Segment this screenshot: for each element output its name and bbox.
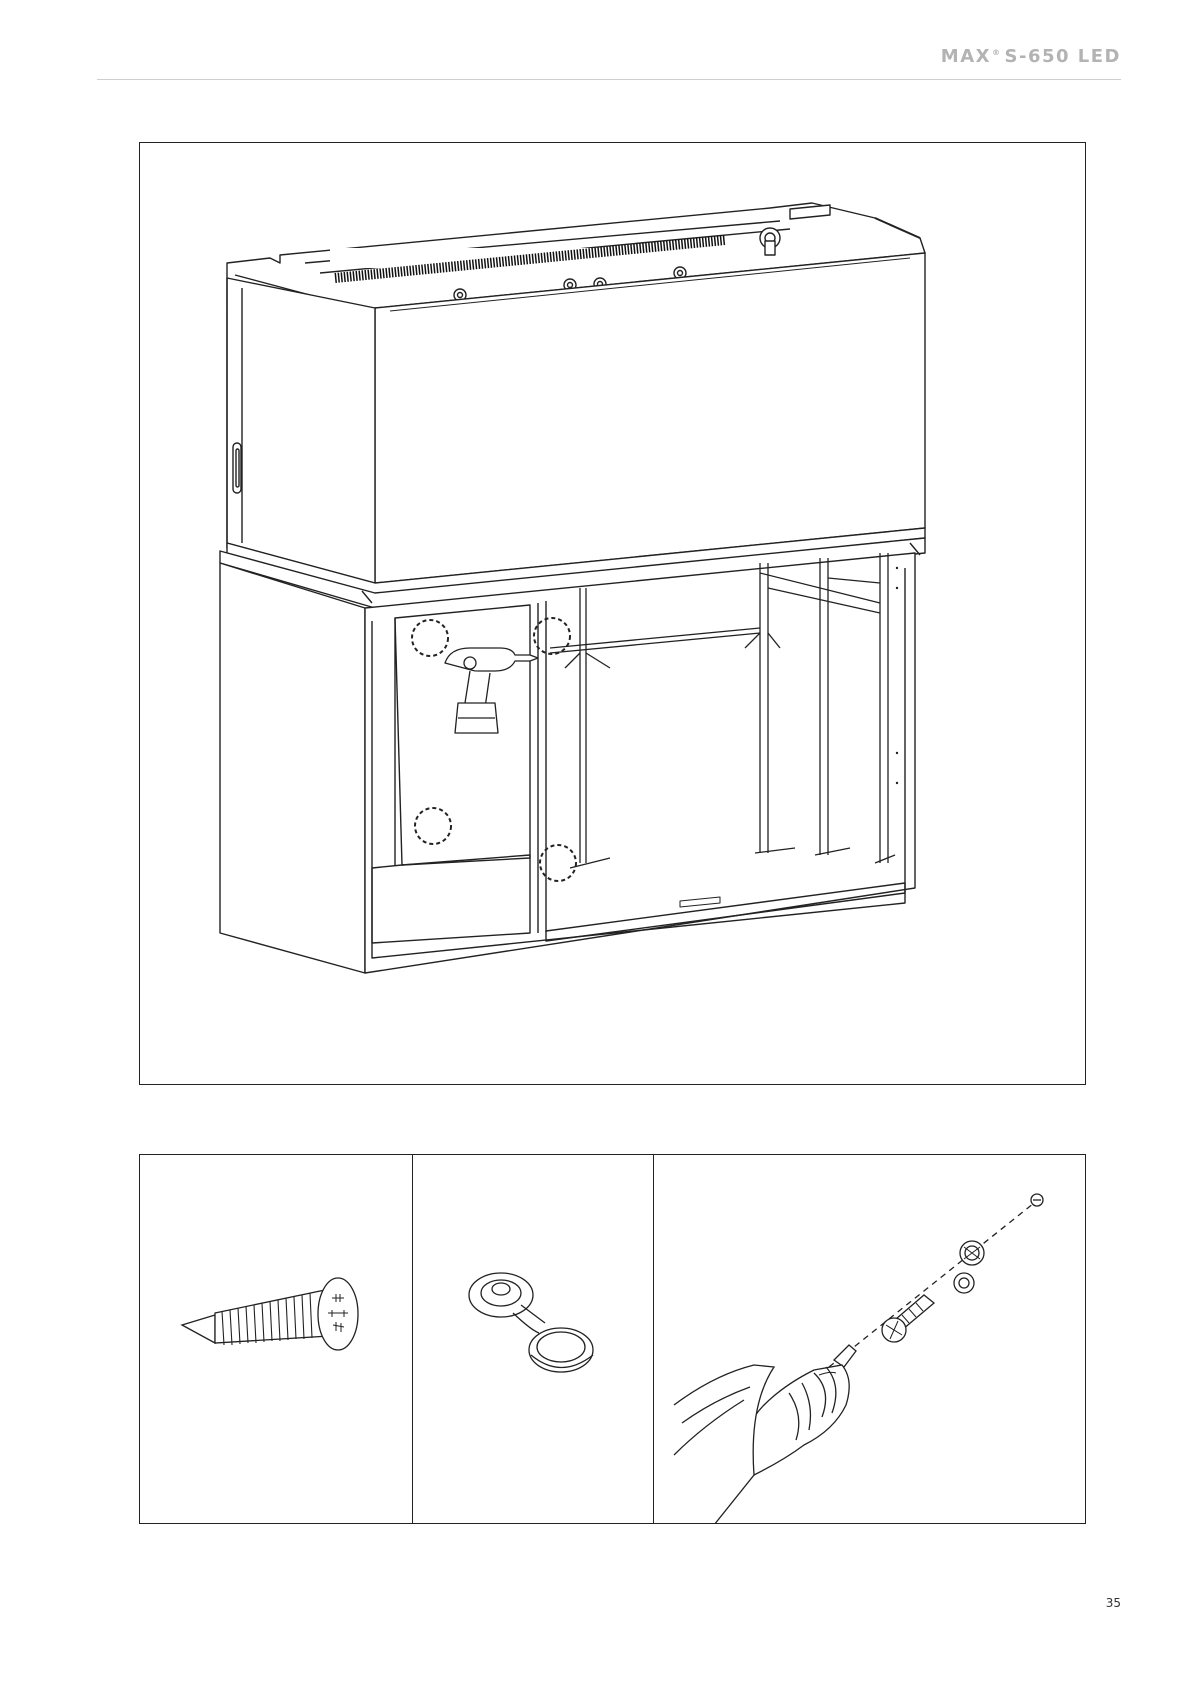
registered-mark: ® <box>992 48 1002 57</box>
parts-cell-screw <box>140 1155 412 1523</box>
parts-panel <box>139 1154 1086 1524</box>
countersunk-screw-icon <box>140 1155 412 1523</box>
brand-name: MAX <box>941 46 991 67</box>
hinged-screw-cap-icon <box>413 1155 654 1523</box>
parts-cell-drill <box>653 1155 1085 1523</box>
page-number: 35 <box>1106 1596 1121 1610</box>
assembly-illustration-panel <box>139 142 1086 1085</box>
drill-screw-cap-assembly-icon <box>654 1155 1086 1523</box>
model-name: S-650 LED <box>1005 46 1121 67</box>
header-divider <box>97 79 1121 80</box>
parts-cell-cap <box>412 1155 653 1523</box>
page-title: MAX®S-650 LED <box>941 46 1121 67</box>
aquarium-cabinet-icon <box>140 143 1085 1084</box>
